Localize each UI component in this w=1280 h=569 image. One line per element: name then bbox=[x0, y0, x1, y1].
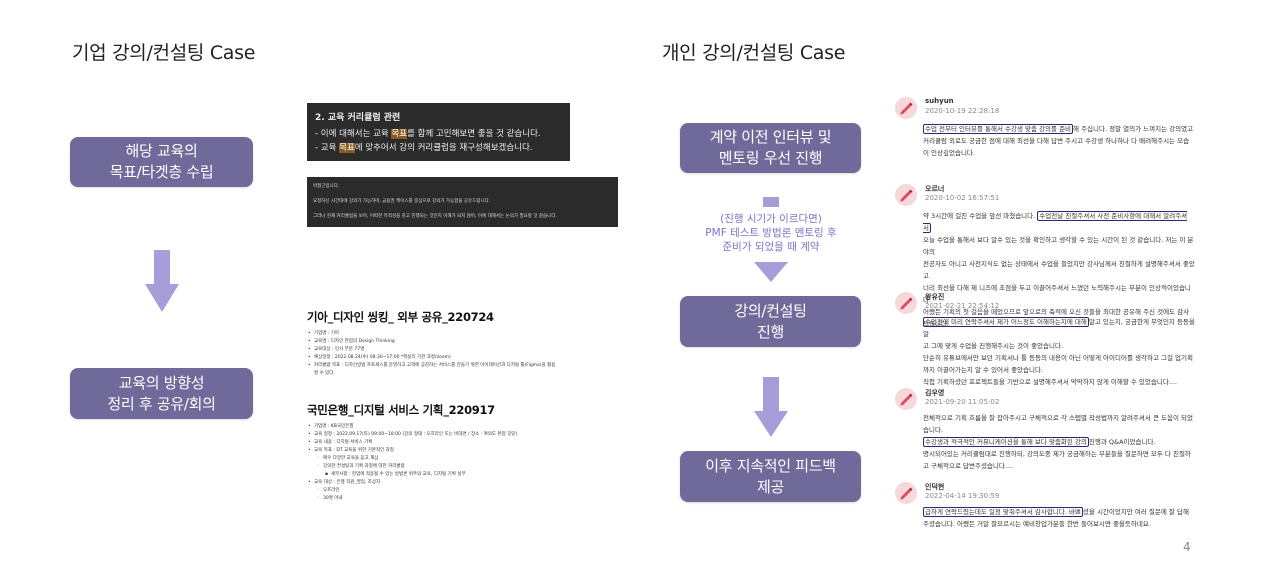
curriculum-line-2: - 교육 목표에 맞추어서 강의 커리큘럼을 재구성해보겠습니다. bbox=[315, 143, 533, 153]
doc-bullet-item: 교육 일정 : 2022.09.17(토) 09:00~18:00 (강의 형태… bbox=[307, 431, 557, 439]
doc-bullet-item: 매우 다양한 교육을 듣고 계심 bbox=[307, 455, 557, 463]
review-date: 2021-02-21 22:54:12 bbox=[925, 302, 1000, 310]
pencil-avatar-icon bbox=[895, 184, 917, 206]
right-step-lecture: 강의/컨설팅 진행 bbox=[680, 296, 861, 347]
reviewer-name: 김우영 bbox=[925, 389, 945, 397]
doc-bullet-item: 강의한 컨설팅과 기획 과정에 대한 커리큘럼 bbox=[307, 463, 557, 471]
kia-doc-title: 기아_디자인 씽킹_ 외부 공유_220724 bbox=[307, 310, 494, 324]
email-line-3: 그러나 현재 커리큘럼을 보아, 어떠한 목적성을 갖고 진행되는 것인지 이해… bbox=[313, 214, 557, 219]
review-date: 2021-09-20 11:05:02 bbox=[925, 398, 1000, 406]
kb-doc: 국민은행_디지털 서비스 기획_220917 기업명 : KB국민은행교육 일정… bbox=[307, 402, 557, 503]
right-flow-arrow-1 bbox=[754, 262, 788, 284]
doc-bullet-item: 교육대상 : 인사 부문 77명 bbox=[307, 346, 557, 354]
doc-bullet-item: 오프라인 bbox=[307, 487, 557, 495]
curriculum-title: 2. 교육 커리큘럼 관련 bbox=[315, 113, 401, 123]
doc-bullet-item: 기업명 : 기아 bbox=[307, 330, 557, 338]
right-flow-connector bbox=[756, 197, 786, 207]
review-date: 2020-10-02 16:57:51 bbox=[925, 194, 1000, 202]
pencil-avatar-icon bbox=[895, 97, 917, 119]
pencil-avatar-icon bbox=[895, 482, 917, 504]
email-reply-screenshot: 박철근입니다. 요청하신 시간대에 강의가 가능하며, 금융권 케이스를 중심으… bbox=[307, 177, 618, 227]
right-section-title: 개인 강의/컨설팅 Case bbox=[662, 42, 846, 64]
review-wangyujin: 왕유진 2021-02-21 22:54:12 수업전에 미리 연락주셔서 제가… bbox=[895, 292, 1195, 386]
highlighted-phrase: 수업전에 미리 연락주셔서 제가 어느정도 이해하는지에 대해 bbox=[923, 317, 1089, 327]
doc-bullet-item: 교육 대상 : 은행 직원_영업, 조상자 bbox=[307, 479, 557, 487]
left-step-goal-setting: 해당 교육의 목표/타겟층 수립 bbox=[70, 137, 253, 187]
doc-bullet-item: 교육명 : 디자인 관점의 Design Thinking bbox=[307, 338, 557, 346]
reviewer-name: suhyun bbox=[925, 97, 954, 105]
doc-bullet-item: 커리큘럼 목표 : 디자인방법 프로세스를 운영하고 고객에 공감하는 서비스를… bbox=[307, 362, 557, 378]
doc-bullet-item: 30명 이내 bbox=[307, 495, 557, 503]
curriculum-line-1: - 이에 대해서는 교육 목표를 함께 고민해보면 좋을 것 같습니다. bbox=[315, 129, 541, 139]
left-flow-arrow bbox=[145, 250, 179, 312]
pencil-avatar-icon bbox=[895, 292, 917, 314]
highlighted-phrase: 수강생과 적극적인 커뮤니케이션을 통해 보다 맞춤화된 강의 bbox=[923, 437, 1089, 447]
right-flow-arrow-2 bbox=[754, 377, 788, 439]
review-orner: 오르너 2020-10-02 16:57:51 약 3시간에 걸친 수업을 앞선… bbox=[895, 184, 1195, 328]
right-step-feedback: 이후 지속적인 피드백 제공 bbox=[680, 451, 861, 502]
review-induckhyun: 인덕현 2022-04-14 19:30:59 급하게 연락드렸는데도 일정 맞… bbox=[895, 482, 1195, 532]
email-line-2: 요청하신 시간대에 강의가 가능하며, 금융권 케이스를 중심으로 강의가 가능… bbox=[313, 199, 491, 204]
highlighted-phrase: 수업전날 친절주셔서 사전 준비사항에 대해서 알려주셔서 bbox=[923, 211, 1188, 233]
doc-bullet-item: 세부사항 : 현업에 적용될 수 있는 방법론 위주의 교육, 디지털 기획 실… bbox=[307, 471, 557, 479]
review-date: 2020-10-19 22:28:18 bbox=[925, 107, 1000, 115]
review-body: 전체적으로 기획 흐름을 잘 잡아주시고 구체적으로 각 스텝별 작성법까지 알… bbox=[923, 414, 1193, 470]
pencil-avatar-icon bbox=[895, 388, 917, 410]
right-step-interview: 계약 이전 인터뷰 및 멘토링 우선 진행 bbox=[680, 123, 861, 173]
left-section-title: 기업 강의/컨설팅 Case bbox=[72, 42, 256, 64]
review-suhyun: suhyun 2020-10-19 22:28:18 수업 전부터 인터뷰를 통… bbox=[895, 97, 1195, 167]
review-kimwooyoung: 김우영 2021-09-20 11:05:02 전체적으로 기획 흐름을 잘 잡… bbox=[895, 388, 1195, 470]
kb-doc-title: 국민은행_디지털 서비스 기획_220917 bbox=[307, 403, 495, 417]
reviewer-name: 인덕현 bbox=[925, 483, 945, 491]
curriculum-feedback-screenshot: 2. 교육 커리큘럼 관련 - 이에 대해서는 교육 목표를 함께 고민해보면 … bbox=[307, 103, 570, 161]
pmf-mentoring-note: (진행 시기가 이르다면) PMF 테스트 방법론 멘토링 후 준비가 되었을 … bbox=[705, 213, 837, 253]
review-date: 2022-04-14 19:30:59 bbox=[925, 492, 1000, 500]
highlighted-phrase: 급하게 연락드렸는데도 일정 맞춰주셔서 감사합니다. 바쁘 bbox=[923, 507, 1083, 517]
kia-doc: 기아_디자인 씽킹_ 외부 공유_220724 기업명 : 기아교육명 : 디자… bbox=[307, 309, 557, 378]
page-number: 4 bbox=[1183, 540, 1191, 554]
doc-bullet-item: 예상일정 : 2022.08.24(수) 08:30~17:00 *퍼실리 기관… bbox=[307, 354, 557, 362]
reviewer-name: 왕유진 bbox=[925, 293, 945, 301]
review-body: 약 3시간에 걸친 수업을 앞선 마쳤습니다. 수업전날 친절주셔서 사전 준비… bbox=[923, 211, 1195, 328]
kb-doc-list: 기업명 : KB국민은행교육 일정 : 2022.09.17(토) 09:00~… bbox=[307, 423, 557, 503]
email-line-1: 박철근입니다. bbox=[313, 184, 340, 189]
highlighted-phrase: 수업 전부터 인터뷰를 통해서 수강생 맞춤 강의를 준비 bbox=[923, 124, 1074, 134]
doc-bullet-item: 교육 내용 : 디지털 서비스 기획 bbox=[307, 439, 557, 447]
doc-bullet-item: 기업명 : KB국민은행 bbox=[307, 423, 557, 431]
doc-bullet-item: 교육 목표 : DT 교육을 위한 기본적인 과정 bbox=[307, 447, 557, 455]
kia-doc-list: 기업명 : 기아교육명 : 디자인 관점의 Design Thinking교육대… bbox=[307, 330, 557, 378]
reviewer-name: 오르너 bbox=[925, 185, 945, 193]
left-step-direction-sharing: 교육의 방향성 정리 후 공유/회의 bbox=[70, 368, 253, 419]
